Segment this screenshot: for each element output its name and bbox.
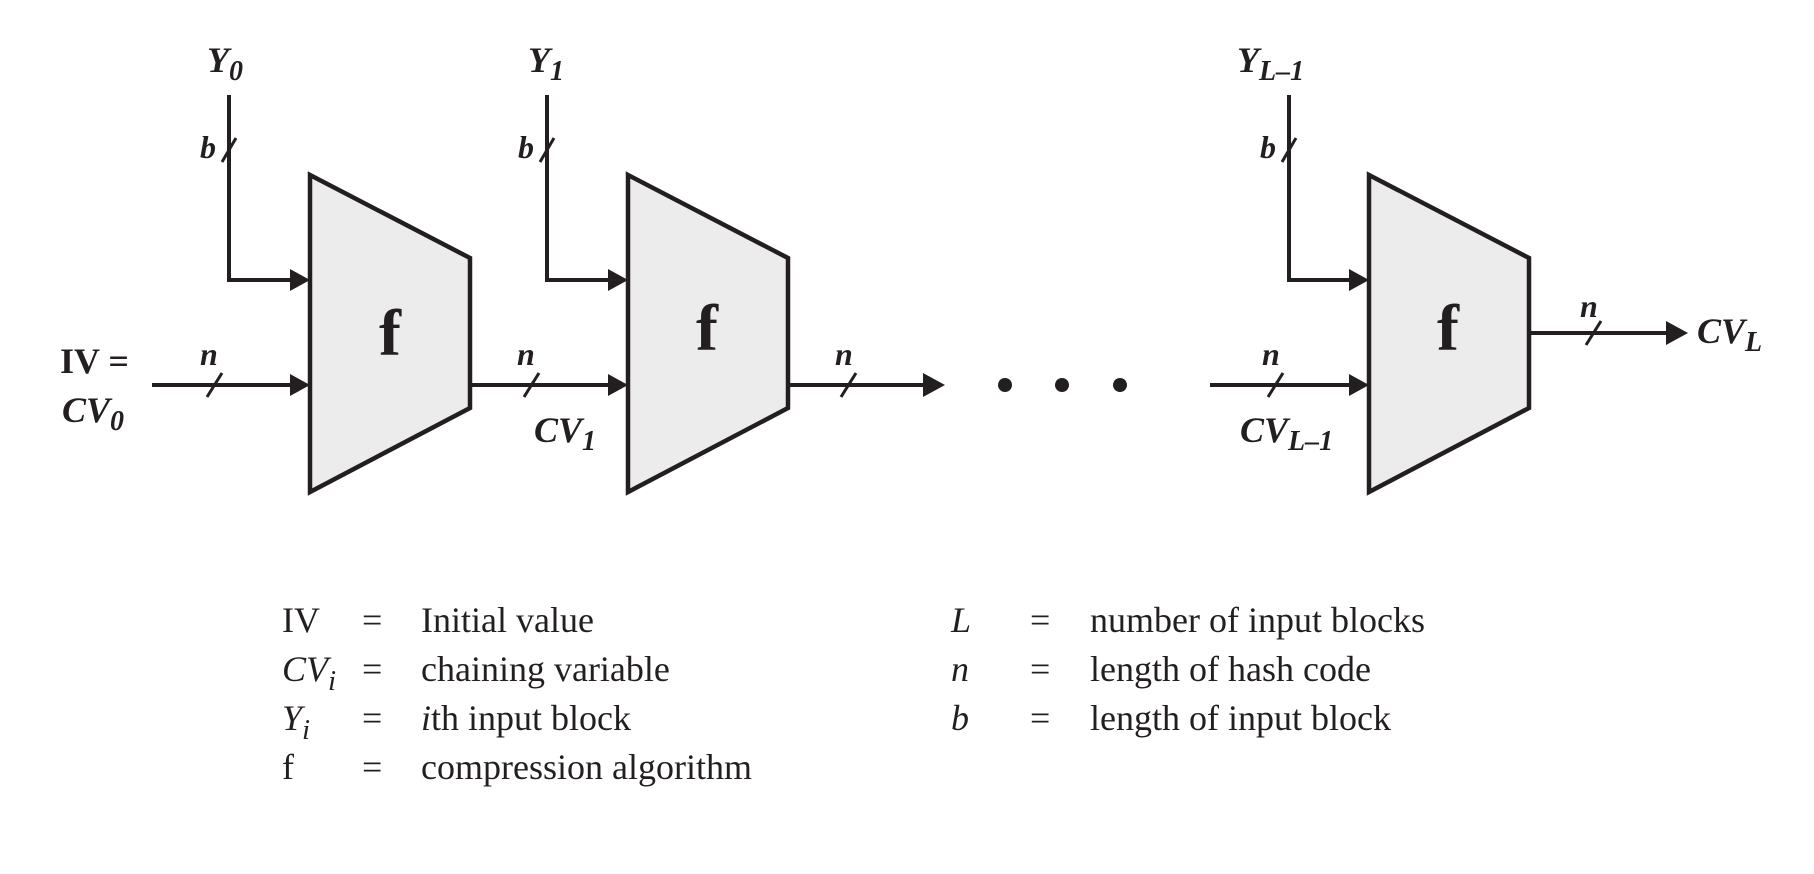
yl1-label: YL–1	[1237, 40, 1304, 87]
legend-row-iv: IV = Initial value	[282, 600, 594, 640]
input-yl1: YL–1 b	[1237, 40, 1369, 291]
y0-width-tick	[220, 137, 238, 163]
compression-block-1: f	[307, 171, 473, 496]
y0-label: Y0	[207, 40, 243, 87]
compression-block-2: f	[625, 171, 791, 496]
block-2-label: f	[696, 292, 719, 365]
block2-out-arrowhead	[923, 373, 945, 397]
input-y1: Y1 b	[518, 40, 628, 291]
legend-def: chaining variable	[421, 649, 670, 689]
legend-def: number of input blocks	[1090, 600, 1425, 640]
legend-def: length of hash code	[1090, 649, 1371, 689]
legend-sym: CVi	[282, 649, 336, 697]
cvl-width-label: n	[1580, 288, 1598, 324]
legend-eq: =	[362, 747, 382, 787]
legend-def: ith input block	[421, 698, 631, 738]
input-iv: IV = CV0 n	[60, 336, 310, 437]
legend-row-yi: Yi = ith input block	[282, 698, 631, 746]
y0-wire	[227, 95, 292, 282]
cv1-arrowhead	[608, 374, 628, 396]
iv-arrowhead	[290, 374, 310, 396]
legend-eq: =	[1030, 600, 1050, 640]
legend-row-cvi: CVi = chaining variable	[282, 649, 670, 697]
legend-sym: Yi	[282, 698, 310, 746]
legend: IV = Initial value CVi = chaining variab…	[282, 600, 1425, 787]
ellipsis-dot-2	[1055, 378, 1069, 392]
iv-label: IV =	[60, 341, 129, 381]
legend-sym: IV	[282, 600, 320, 640]
compression-block-l: f	[1366, 171, 1532, 496]
y1-label: Y1	[528, 40, 564, 87]
cvl1-arrowhead	[1349, 374, 1369, 396]
y1-arrowhead	[608, 269, 628, 291]
legend-eq: =	[362, 600, 382, 640]
yl1-width-tick	[1280, 137, 1298, 163]
legend-sym: b	[951, 698, 969, 738]
legend-eq: =	[1030, 698, 1050, 738]
legend-eq: =	[362, 649, 382, 689]
cvl-label: CVL	[1697, 311, 1762, 358]
y1-wire	[545, 95, 610, 282]
legend-eq: =	[362, 698, 382, 738]
block-l-trapezoid	[1366, 171, 1532, 496]
legend-eq: =	[1030, 649, 1050, 689]
y0-width-label: b	[200, 129, 216, 165]
legend-def: length of input block	[1090, 698, 1391, 738]
ellipsis	[998, 378, 1127, 392]
legend-sym: f	[282, 747, 294, 787]
block2-out-width-label: n	[835, 336, 853, 372]
cv1-label: CV1	[534, 410, 596, 457]
block-1-trapezoid	[307, 171, 473, 496]
cv0-label: CV0	[62, 390, 124, 437]
wire-cvl1: n CVL–1	[1210, 336, 1369, 457]
ellipsis-dot-3	[1113, 378, 1127, 392]
yl1-width-label: b	[1260, 129, 1276, 165]
y0-arrowhead	[290, 269, 310, 291]
legend-def: Initial value	[421, 600, 594, 640]
legend-row-b: b = length of input block	[951, 698, 1391, 738]
legend-sym: L	[950, 600, 971, 640]
legend-sym: n	[951, 649, 969, 689]
block-2-trapezoid	[625, 171, 791, 496]
cvl-width-tick	[1584, 320, 1603, 346]
ellipsis-dot-1	[998, 378, 1012, 392]
block2-out-width-tick	[839, 372, 858, 398]
output-cvl: n CVL	[1529, 288, 1762, 358]
y1-width-label: b	[518, 129, 534, 165]
cv1-width-label: n	[517, 336, 535, 372]
y1-width-tick	[538, 137, 556, 163]
block-l-label: f	[1437, 292, 1460, 365]
legend-row-f: f = compression algorithm	[282, 747, 752, 787]
cv1-width-tick	[522, 372, 541, 398]
wire-block2-out: n	[788, 336, 945, 398]
iv-width-label: n	[200, 336, 218, 372]
yl1-arrowhead	[1349, 269, 1369, 291]
cvl1-width-tick	[1266, 372, 1285, 398]
legend-row-n: n = length of hash code	[951, 649, 1371, 689]
wire-cv1: n CV1	[470, 336, 628, 457]
block-1-label: f	[379, 297, 402, 370]
yl1-wire	[1287, 95, 1351, 282]
iv-width-tick	[205, 372, 224, 398]
cvl1-label: CVL–1	[1240, 410, 1333, 457]
cvl1-width-label: n	[1262, 336, 1280, 372]
legend-row-l: L = number of input blocks	[950, 600, 1425, 640]
legend-def: compression algorithm	[421, 747, 752, 787]
cvl-arrowhead	[1666, 321, 1688, 345]
input-y0: Y0 b	[200, 40, 310, 291]
